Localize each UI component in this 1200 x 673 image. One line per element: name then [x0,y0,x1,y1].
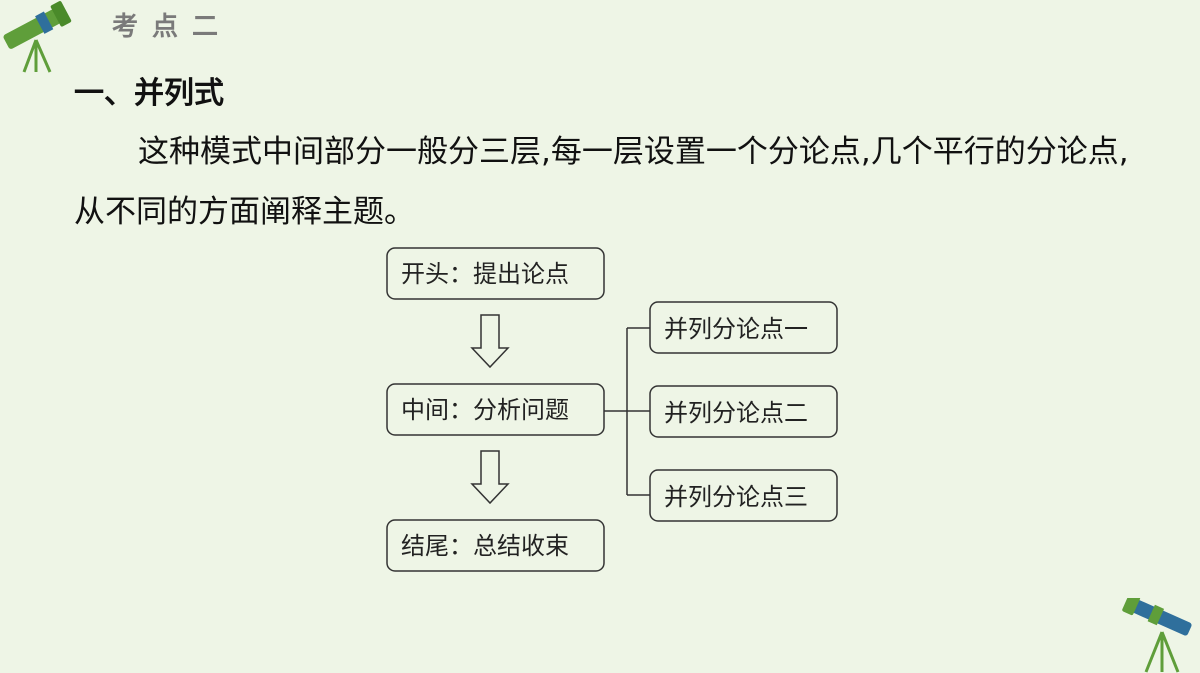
end-box-label: 结尾：总结收束 [401,532,569,560]
telescope-icon [3,1,72,73]
end-box [386,519,605,572]
start-box [386,247,605,300]
middle-box [386,383,605,436]
branch-box-label: 并列分论点一 [664,315,808,343]
branch-box-label: 并列分论点三 [664,483,808,511]
down-arrow-icon [470,450,510,505]
branch-connector [604,327,650,496]
middle-box-label: 中间：分析问题 [401,396,569,424]
branch-box [649,469,838,522]
telescope-icon [1122,598,1192,673]
down-arrow-icon [470,314,510,369]
start-box-label: 开头：提出论点 [401,260,569,288]
slide-header-title: 考点二 [112,12,233,42]
body-paragraph: 这种模式中间部分一般分三层,每一层设置一个分论点,几个平行的分论点,从不同的方面… [74,134,1129,230]
slide-header: 考点二 [0,0,1200,73]
branch-box [649,385,838,438]
branch-box-label: 并列分论点二 [664,399,808,427]
section-title: 一、并列式 [74,76,224,111]
branch-box [649,301,838,354]
